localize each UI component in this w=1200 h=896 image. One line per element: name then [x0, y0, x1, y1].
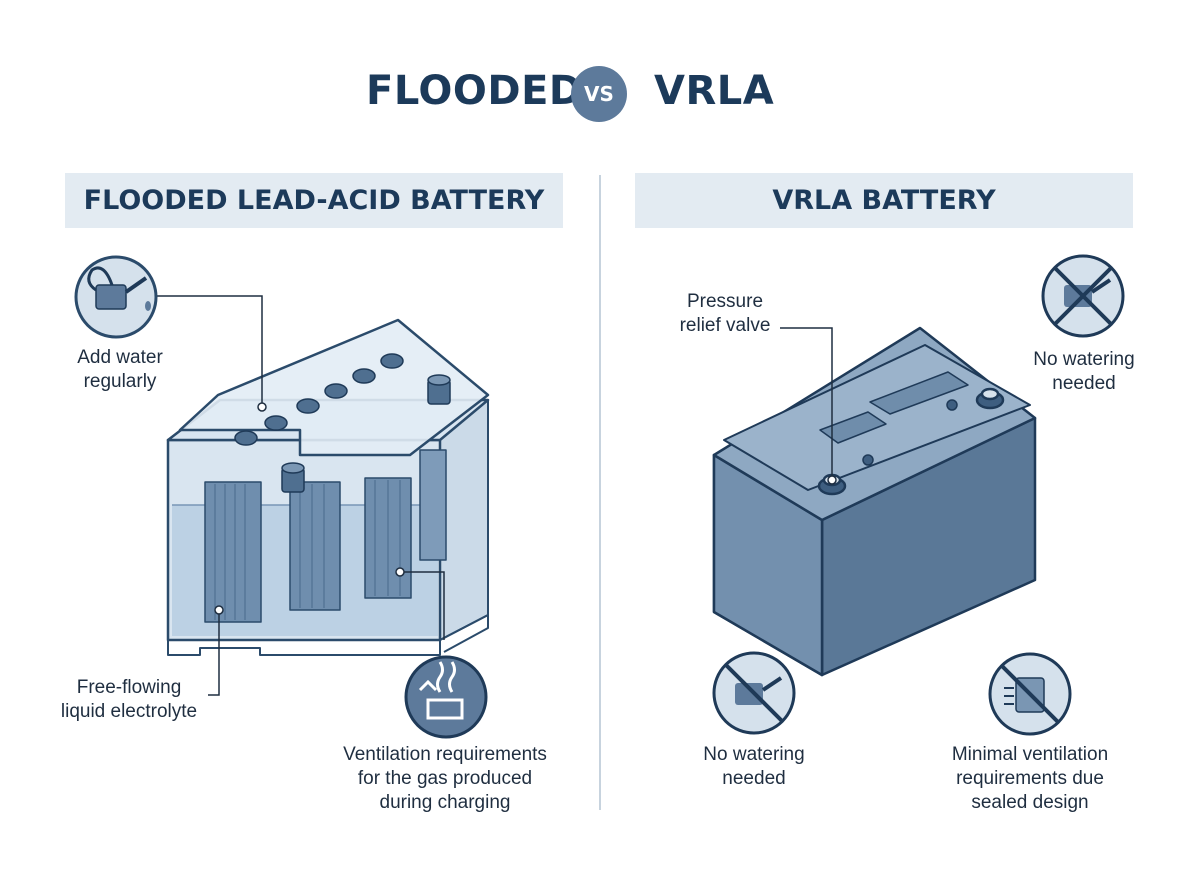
- ventilation-label: Ventilation requirements for the gas pro…: [325, 743, 565, 815]
- no-watering-top-label: No watering needed: [1020, 348, 1148, 396]
- flooded-panel-header: FLOODED LEAD-ACID BATTERY: [65, 173, 563, 228]
- no-watering-icon-bottom: [712, 651, 796, 735]
- vrla-battery: [712, 326, 1037, 677]
- no-watering-icon-top: [1041, 254, 1125, 338]
- minimal-ventilation-label: Minimal ventilation requirements due sea…: [930, 743, 1130, 815]
- title-vrla: VRLA: [654, 68, 775, 114]
- flooded-battery: [166, 318, 490, 656]
- min-vent-line3: sealed design: [971, 792, 1089, 813]
- no-ventilation-icon: [988, 652, 1072, 736]
- min-vent-line2: requirements due: [956, 768, 1104, 789]
- flooded-leaders: [155, 295, 445, 696]
- valve-line1: Pressure: [686, 291, 764, 312]
- electrolyte-line2: liquid electrolyte: [60, 701, 198, 722]
- battery-plates: [204, 449, 447, 623]
- valve-line2: relief valve: [679, 315, 771, 336]
- ventilation-line1: Ventilation requirements: [343, 744, 547, 765]
- watering-can-icon: [74, 255, 158, 339]
- electrolyte-line1: Free-flowing: [76, 677, 182, 698]
- pressure-valve-label: Pressure relief valve: [660, 290, 790, 338]
- add-water-line2: regularly: [83, 371, 157, 392]
- no-watering-top-line2: needed: [1052, 373, 1116, 394]
- vs-badge: VS: [571, 66, 627, 122]
- no-watering-bottom-line2: needed: [722, 768, 786, 789]
- add-water-label: Add water regularly: [60, 346, 180, 394]
- ventilation-line3: during charging: [379, 792, 511, 813]
- terminals: [281, 374, 451, 493]
- title-flooded: FLOODED: [366, 68, 583, 114]
- no-watering-bottom-line1: No watering: [703, 744, 805, 765]
- no-watering-bottom-label: No watering needed: [690, 743, 818, 791]
- ventilation-line2: for the gas produced: [357, 768, 533, 789]
- vrla-panel-header: VRLA BATTERY: [635, 173, 1133, 228]
- no-watering-top-line1: No watering: [1033, 349, 1135, 370]
- min-vent-line1: Minimal ventilation: [951, 744, 1109, 765]
- vent-caps: [234, 353, 404, 446]
- gas-ventilation-icon: [404, 655, 488, 739]
- add-water-line1: Add water: [77, 347, 163, 368]
- valve-leader: [780, 327, 833, 480]
- electrolyte-label: Free-flowing liquid electrolyte: [44, 676, 214, 724]
